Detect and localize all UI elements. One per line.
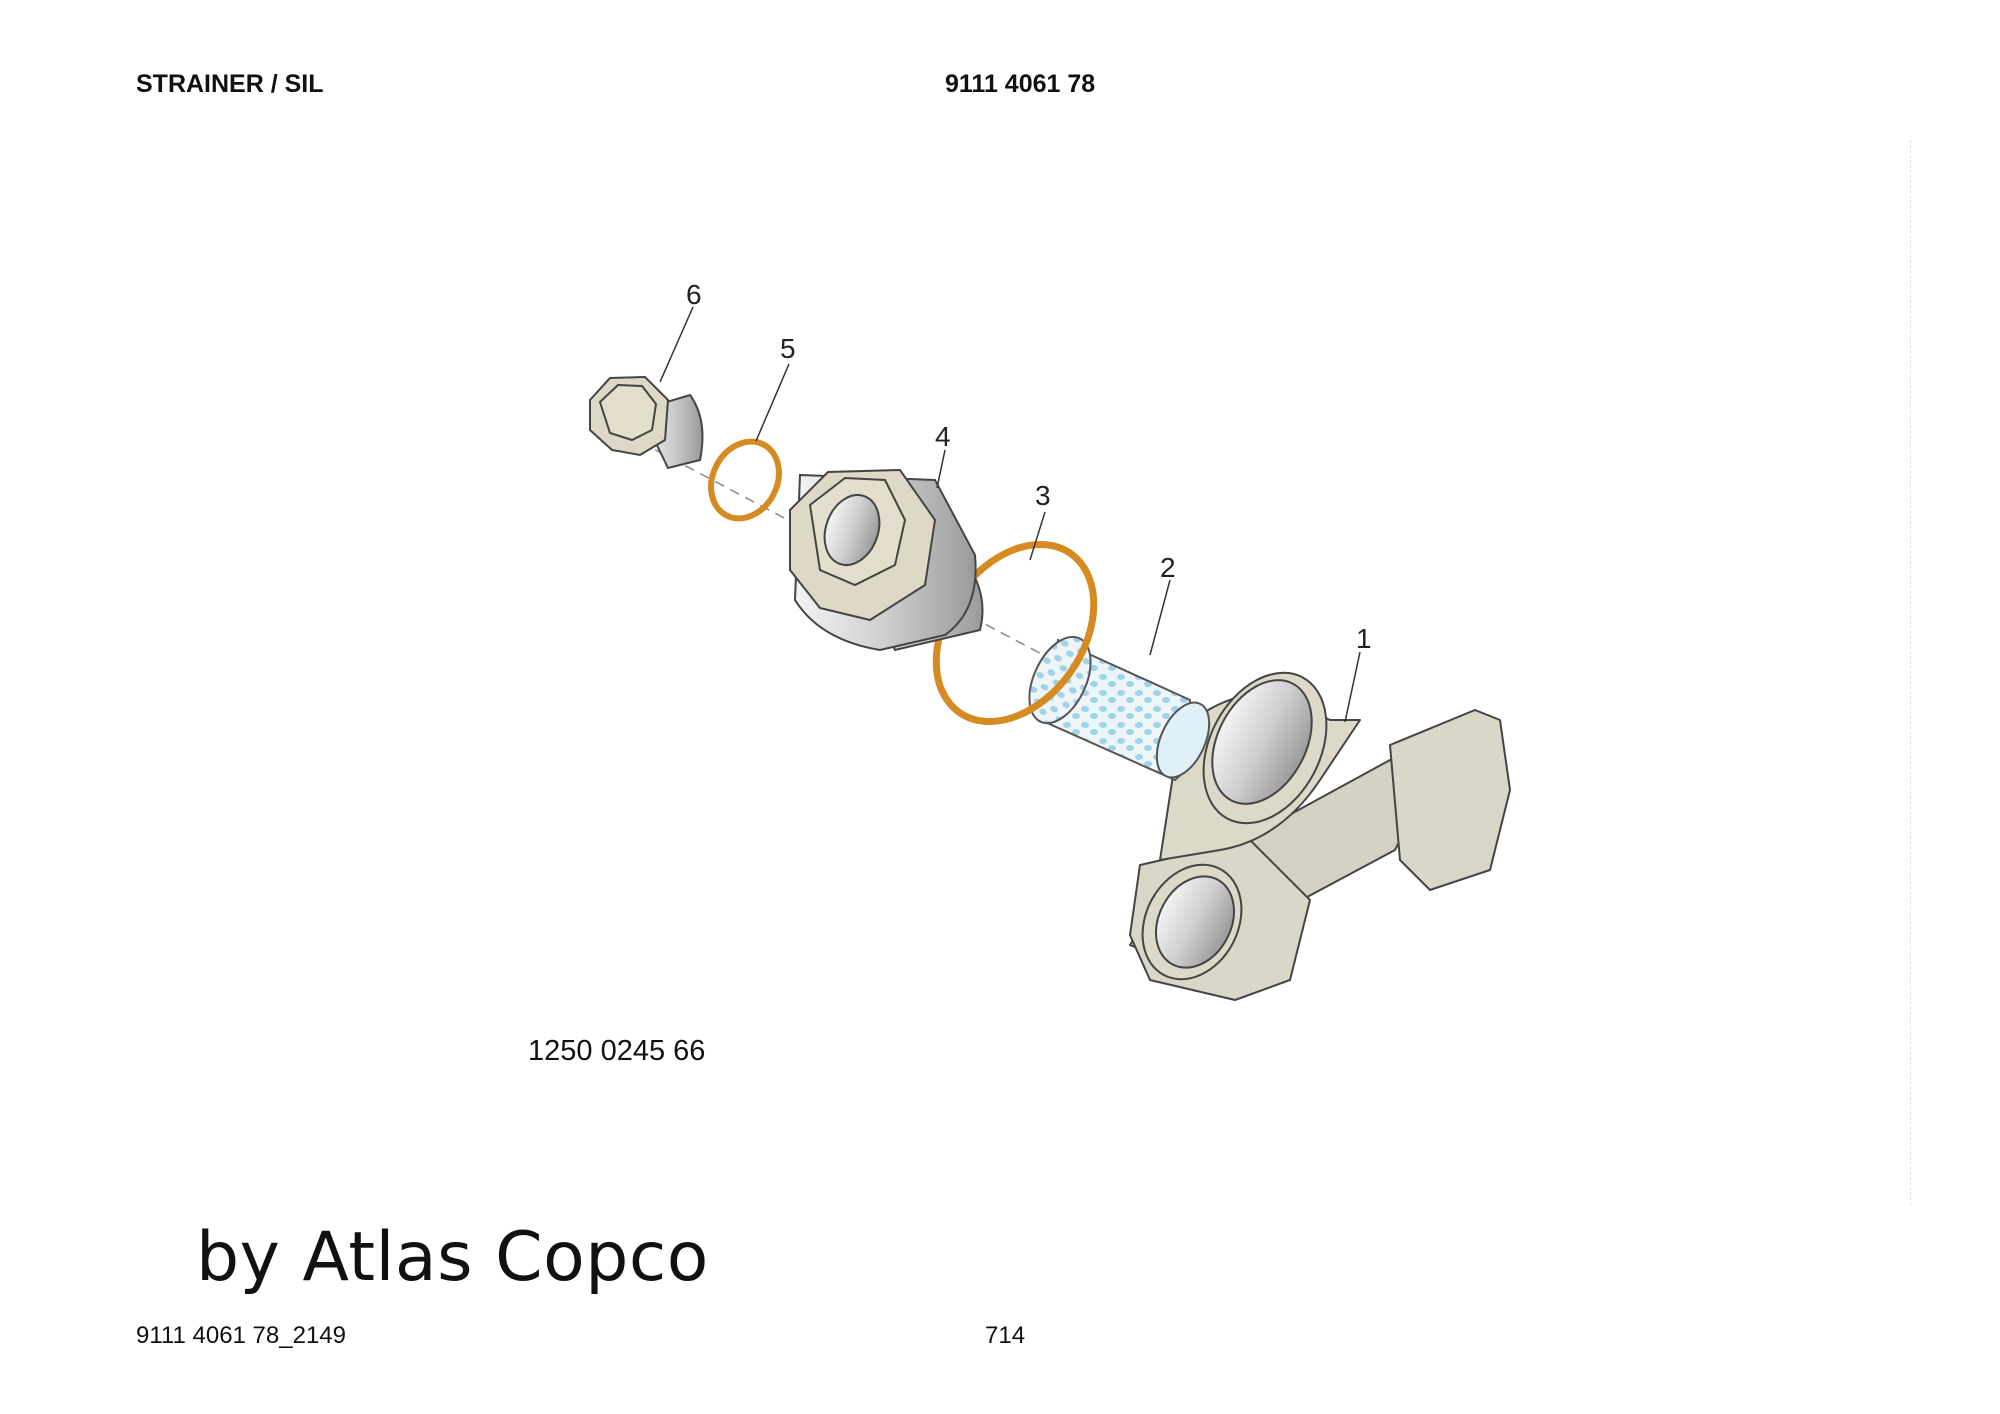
- leader-line-2: [1149, 579, 1171, 656]
- callout-2: 2: [1160, 552, 1176, 583]
- callout-4: 4: [935, 421, 951, 452]
- leader-line-5: [755, 363, 790, 442]
- page-title: STRAINER / SIL: [136, 70, 324, 98]
- small-seal-ring: [708, 438, 782, 522]
- drain-plug: [589, 375, 704, 470]
- part-number: 9111 4061 78: [945, 70, 1096, 98]
- diagram-reference-number: 1250 0245 66: [528, 1035, 706, 1067]
- strainer-body: [1129, 671, 1511, 1001]
- leader-line-1: [1344, 651, 1361, 723]
- watermark-text: by Atlas Copco: [196, 1218, 709, 1297]
- callout-1: 1: [1356, 623, 1372, 654]
- leader-line-3: [1029, 511, 1046, 561]
- cap-plug: [789, 468, 984, 652]
- footer-doc-id: 9111 4061 78_2149: [136, 1322, 346, 1349]
- callout-3: 3: [1035, 480, 1051, 511]
- margin-divider: [1910, 140, 1911, 1205]
- callout-5: 5: [780, 333, 796, 364]
- leader-line-6: [659, 306, 694, 383]
- callout-6: 6: [686, 279, 702, 310]
- leader-line-4: [936, 449, 946, 489]
- page-number: 714: [985, 1322, 1026, 1349]
- strainer-screen: [1028, 635, 1211, 782]
